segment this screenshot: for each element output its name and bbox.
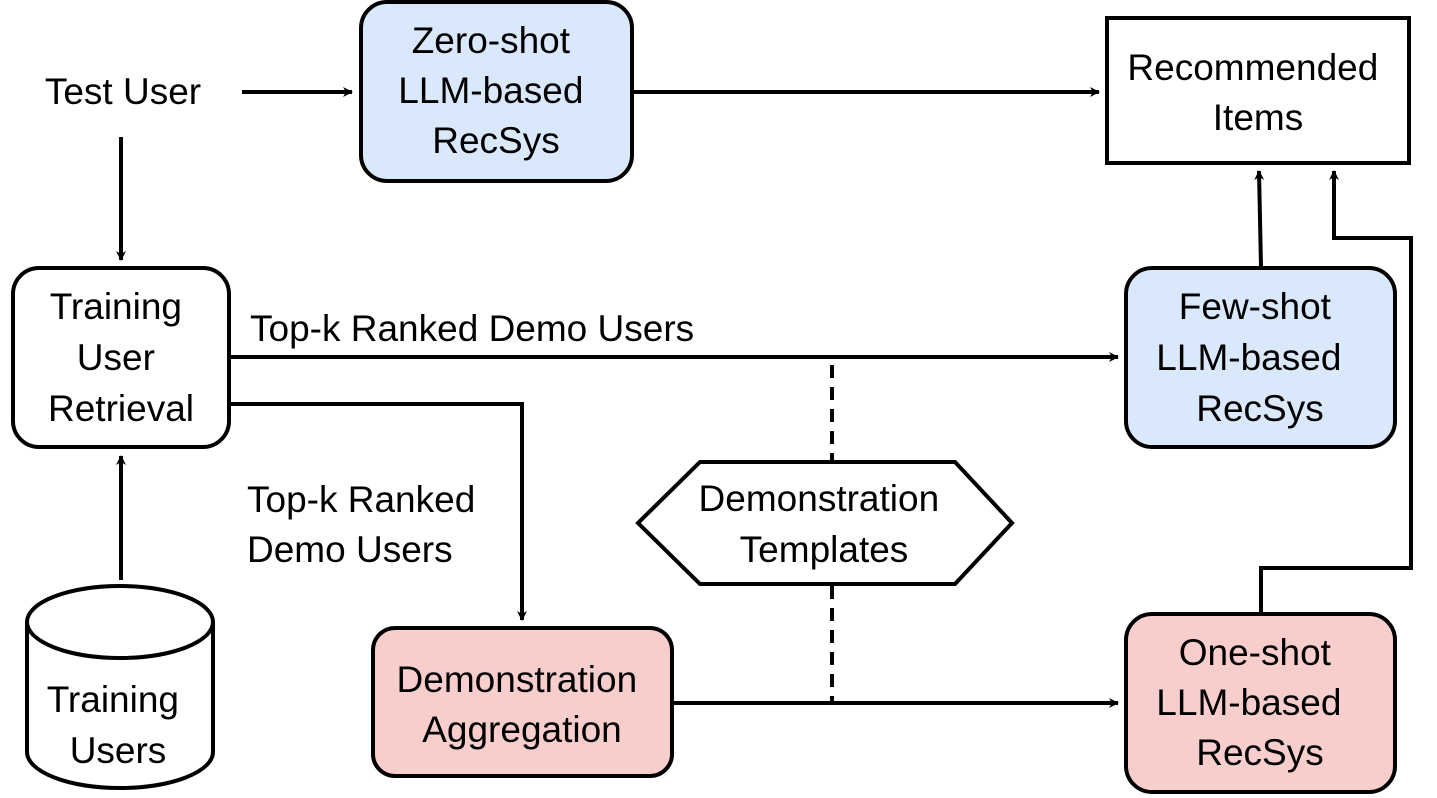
zero-shot-label: Zero-shot LLM-based RecSys [398,20,593,161]
training-users-database-node: Training Users [25,584,215,790]
few-shot-recsys-node: Few-shot LLM-based RecSys [1124,266,1397,449]
zero-shot-line3: RecSys [432,120,559,161]
edge-one-shot-to-recommended [1259,170,1413,612]
one-shot-recsys-node: One-shot LLM-based RecSys [1124,612,1397,794]
templates-hexagon [635,460,1015,586]
few-shot-box [1124,266,1397,449]
demonstration-templates-node: Demonstration Templates [635,460,1015,586]
few-shot-label: Few-shot LLM-based RecSys [1156,286,1351,429]
test-user-node: Test User [45,71,201,112]
one-shot-line2: LLM-based [1156,682,1341,723]
training-users-label: Training Users [47,679,190,771]
edge-retrieval-to-aggregation [231,402,527,621]
demonstration-aggregation-node: Demonstration Aggregation [371,626,674,778]
retrieval-label: Training User Retrieval [48,286,194,429]
one-shot-line3: RecSys [1196,732,1323,773]
training-users-cylinder [25,622,215,790]
edge-label-top-k-lower: Top-k Ranked Demo Users [247,479,486,570]
recommended-items-label: Recommended Items [1127,47,1388,138]
test-user-label: Test User [45,71,201,112]
edge-label-top-k-upper: Top-k Ranked Demo Users [250,308,694,349]
training-user-retrieval-node: Training User Retrieval [11,266,231,449]
recommended-line1: Recommended [1127,47,1378,88]
zero-shot-line1: Zero-shot [412,20,571,61]
training-users-cylinder-top [25,584,215,660]
recommended-items-box [1105,16,1411,165]
training-users-line2: Users [70,730,167,771]
recommended-line2: Items [1213,97,1303,138]
one-shot-line1: One-shot [1179,632,1332,673]
one-shot-label: One-shot LLM-based RecSys [1156,632,1351,773]
few-shot-line2: LLM-based [1156,337,1341,378]
one-shot-box [1124,612,1397,794]
few-shot-line1: Few-shot [1179,286,1332,327]
aggregation-line1: Demonstration [397,659,638,700]
aggregation-label: Demonstration Aggregation [397,659,648,750]
zero-shot-line2: LLM-based [398,70,583,111]
retrieval-box [11,266,231,449]
templates-label: Demonstration Templates [699,478,950,570]
aggregation-box [371,626,674,778]
retrieval-line3: Retrieval [48,388,194,429]
recommended-items-node: Recommended Items [1105,16,1411,165]
zero-shot-box [359,0,634,183]
training-users-line1: Training [47,679,179,720]
edge-few-shot-to-recommended [1254,170,1265,268]
retrieval-line1: Training [50,286,182,327]
edge-label-top-k-lower-line1: Top-k Ranked [247,479,475,520]
templates-line1: Demonstration [699,478,940,519]
connectors [116,87,1413,708]
templates-line2: Templates [740,529,909,570]
zero-shot-recsys-node: Zero-shot LLM-based RecSys [359,0,634,183]
few-shot-line3: RecSys [1196,388,1323,429]
retrieval-line2: User [77,337,155,378]
edge-label-top-k-lower-line2: Demo Users [247,529,453,570]
aggregation-line2: Aggregation [422,709,622,750]
